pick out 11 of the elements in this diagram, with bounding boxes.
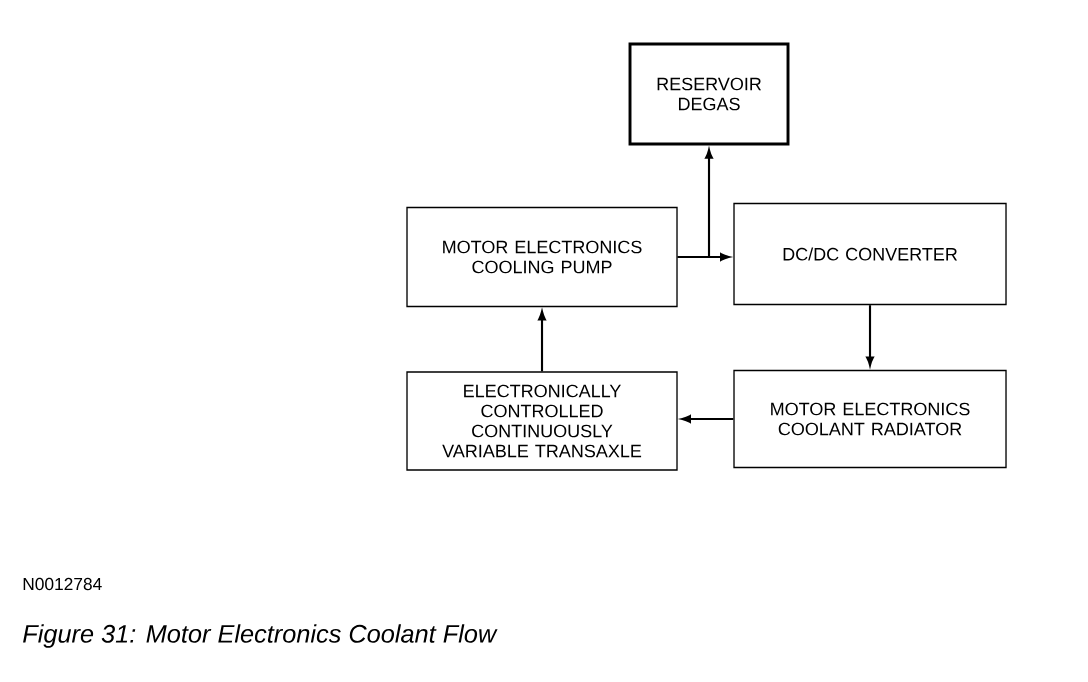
process-box: MOTOR ELECTRONICS COOLING PUMP: [406, 206, 678, 308]
arrow: [538, 310, 546, 372]
process-box: MOTOR ELECTRONICS COOLANT RADIATOR: [733, 369, 1007, 469]
process-box: ELECTRONICALLY CONTROLLED CONTINUOUSLY VARIABLE TRANSAXLE: [406, 371, 678, 471]
process-box: RESERVOIR DEGAS: [628, 42, 790, 146]
arrow: [866, 305, 874, 367]
arrow: [677, 149, 713, 259]
process-box: DC/DC CONVERTER: [733, 202, 1007, 306]
document-number: N0012784: [23, 577, 102, 591]
arrow: [681, 415, 734, 423]
caption: Figure 31: Motor Electronics Coolant Flow: [23, 624, 498, 648]
